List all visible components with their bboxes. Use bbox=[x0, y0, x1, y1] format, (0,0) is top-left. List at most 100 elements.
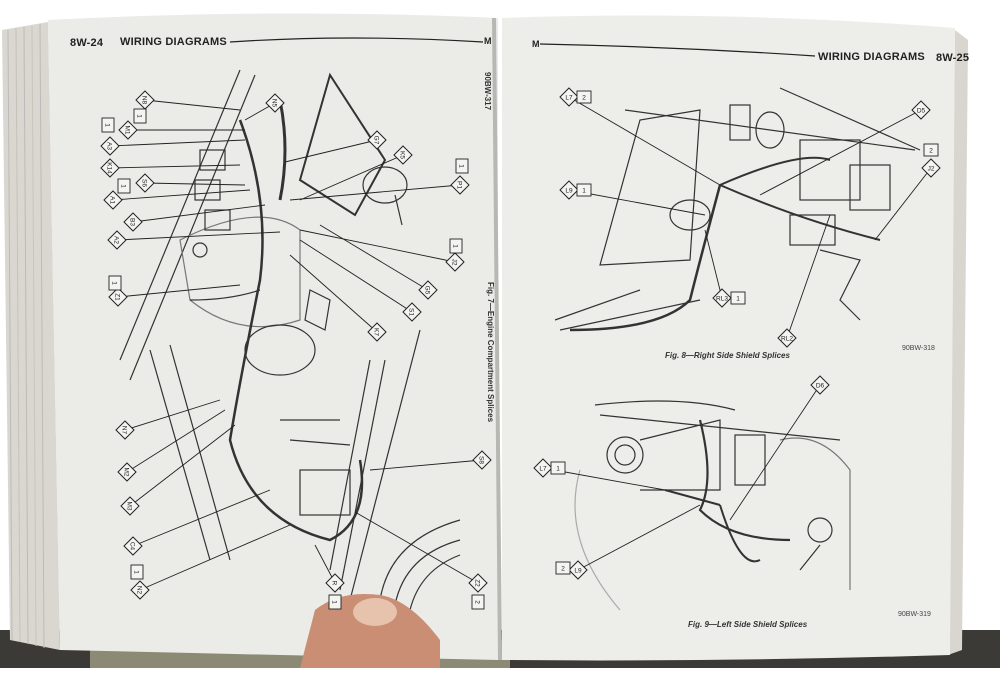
callout-label: A1 bbox=[109, 196, 116, 204]
callout-label: Z1 bbox=[114, 293, 121, 301]
callout-box: 1 bbox=[576, 183, 592, 197]
callout-leaders bbox=[109, 96, 932, 591]
right-page-number: 8W-25 bbox=[936, 52, 970, 64]
callout-label: J2 bbox=[451, 259, 458, 266]
callout-label: N8 bbox=[141, 96, 148, 105]
callout-box: 2 bbox=[923, 143, 939, 157]
callout-box: 1 bbox=[550, 461, 566, 475]
leader-line bbox=[299, 229, 456, 263]
svg-text:2: 2 bbox=[561, 566, 565, 573]
callout-label: D6 bbox=[816, 383, 825, 390]
callout-label: G5 bbox=[424, 286, 431, 295]
callout-label: S1 bbox=[408, 308, 415, 316]
leader-line bbox=[354, 511, 479, 584]
leader-line bbox=[289, 254, 378, 333]
callout-label: L7 bbox=[539, 466, 547, 473]
callout-z1: Z1 bbox=[108, 287, 128, 307]
leader-line bbox=[729, 384, 821, 521]
fig9-caption: Fig. 9—Left Side Shield Splices bbox=[688, 620, 808, 629]
callout-label: S6 bbox=[141, 179, 148, 187]
callout-label: S8 bbox=[478, 456, 485, 464]
leader-line bbox=[129, 424, 236, 507]
leader-line bbox=[369, 459, 483, 471]
callout-label: G7 bbox=[373, 136, 380, 145]
callout-box: 1 bbox=[328, 594, 342, 610]
svg-text:1: 1 bbox=[736, 296, 740, 303]
leader-line bbox=[874, 167, 932, 241]
callout-label: K14 bbox=[106, 162, 113, 174]
callout-label: N2 bbox=[136, 586, 143, 595]
engine-compartment-drawing bbox=[119, 69, 461, 611]
svg-text:1: 1 bbox=[111, 281, 118, 285]
callout-label: N5 bbox=[271, 99, 278, 108]
callout-label: L9 bbox=[574, 568, 582, 575]
callout-g5: G5 bbox=[418, 280, 438, 300]
fig8-code: 90BW-318 bbox=[902, 345, 935, 352]
callout-label: M2 bbox=[123, 467, 130, 476]
leader-line bbox=[299, 154, 404, 201]
fig7-code: 90BW-317 bbox=[483, 72, 492, 111]
svg-text:1: 1 bbox=[582, 188, 586, 195]
leader-line bbox=[116, 231, 281, 241]
leader-line bbox=[144, 182, 246, 186]
callout-r: R bbox=[325, 573, 345, 593]
callout-z2: Z2 bbox=[468, 573, 488, 593]
leader-line bbox=[132, 489, 271, 547]
svg-text:1: 1 bbox=[133, 570, 140, 574]
fig7-caption: Fig. 7—Engine Compartment Splices bbox=[486, 282, 495, 423]
callout-s6: S6 bbox=[135, 173, 155, 193]
callout-n7: N7 bbox=[115, 420, 135, 440]
callout-label: J2 bbox=[928, 166, 935, 173]
leader-line bbox=[568, 96, 721, 186]
callout-l7: L7 bbox=[533, 458, 553, 478]
callout-label: Z2 bbox=[474, 579, 481, 587]
leader-line bbox=[299, 239, 413, 313]
callout-label: R bbox=[331, 581, 338, 586]
svg-text:1: 1 bbox=[458, 164, 465, 168]
leader-line bbox=[117, 284, 241, 298]
left-side-shield-drawing bbox=[574, 400, 851, 611]
callout-box: 2 bbox=[471, 594, 485, 610]
leader-line bbox=[109, 139, 246, 147]
callout-p1: P1 bbox=[450, 175, 470, 195]
callout-box: 1 bbox=[730, 291, 746, 305]
callout-label: RL2 bbox=[781, 336, 793, 343]
right-section-letter: M bbox=[532, 39, 540, 49]
callout-label: RL3 bbox=[716, 296, 728, 303]
leader-line bbox=[704, 229, 723, 299]
leader-line bbox=[319, 224, 429, 291]
callout-label: B3 bbox=[129, 218, 136, 226]
callout-m3: M3 bbox=[120, 496, 140, 516]
callout-d6: D6 bbox=[810, 375, 830, 395]
leader-line bbox=[124, 399, 221, 431]
svg-text:1: 1 bbox=[331, 600, 338, 604]
svg-text:1: 1 bbox=[120, 184, 127, 188]
callout-label: L9 bbox=[565, 188, 573, 195]
callout-box: 1 bbox=[108, 275, 122, 291]
leader-line bbox=[126, 409, 226, 473]
callout-box: 1 bbox=[130, 564, 144, 580]
callout-rl3: RL3 bbox=[712, 288, 732, 308]
callout-s8: S8 bbox=[472, 450, 492, 470]
callout-label: K5 bbox=[399, 151, 406, 159]
fig8-caption: Fig. 8—Right Side Shield Splices bbox=[665, 351, 790, 360]
callout-k14: K14 bbox=[100, 158, 120, 178]
leader-line bbox=[139, 524, 291, 591]
callout-j2: J2 bbox=[445, 252, 465, 272]
callout-a2: A2 bbox=[107, 230, 127, 250]
callout-label: A3 bbox=[106, 142, 113, 150]
svg-text:2: 2 bbox=[929, 148, 933, 155]
callout-m2: M2 bbox=[117, 462, 137, 482]
left-page bbox=[48, 13, 498, 661]
callout-l9: L9 bbox=[568, 560, 588, 580]
callout-box: 1 bbox=[455, 158, 469, 174]
callout-box: 2 bbox=[576, 90, 592, 104]
callout-label: K7 bbox=[373, 328, 380, 336]
callout-n5: N5 bbox=[265, 93, 285, 113]
callout-n2: N2 bbox=[130, 580, 150, 600]
callout-box: 1 bbox=[133, 108, 147, 124]
callout-box: 1 bbox=[117, 178, 131, 194]
